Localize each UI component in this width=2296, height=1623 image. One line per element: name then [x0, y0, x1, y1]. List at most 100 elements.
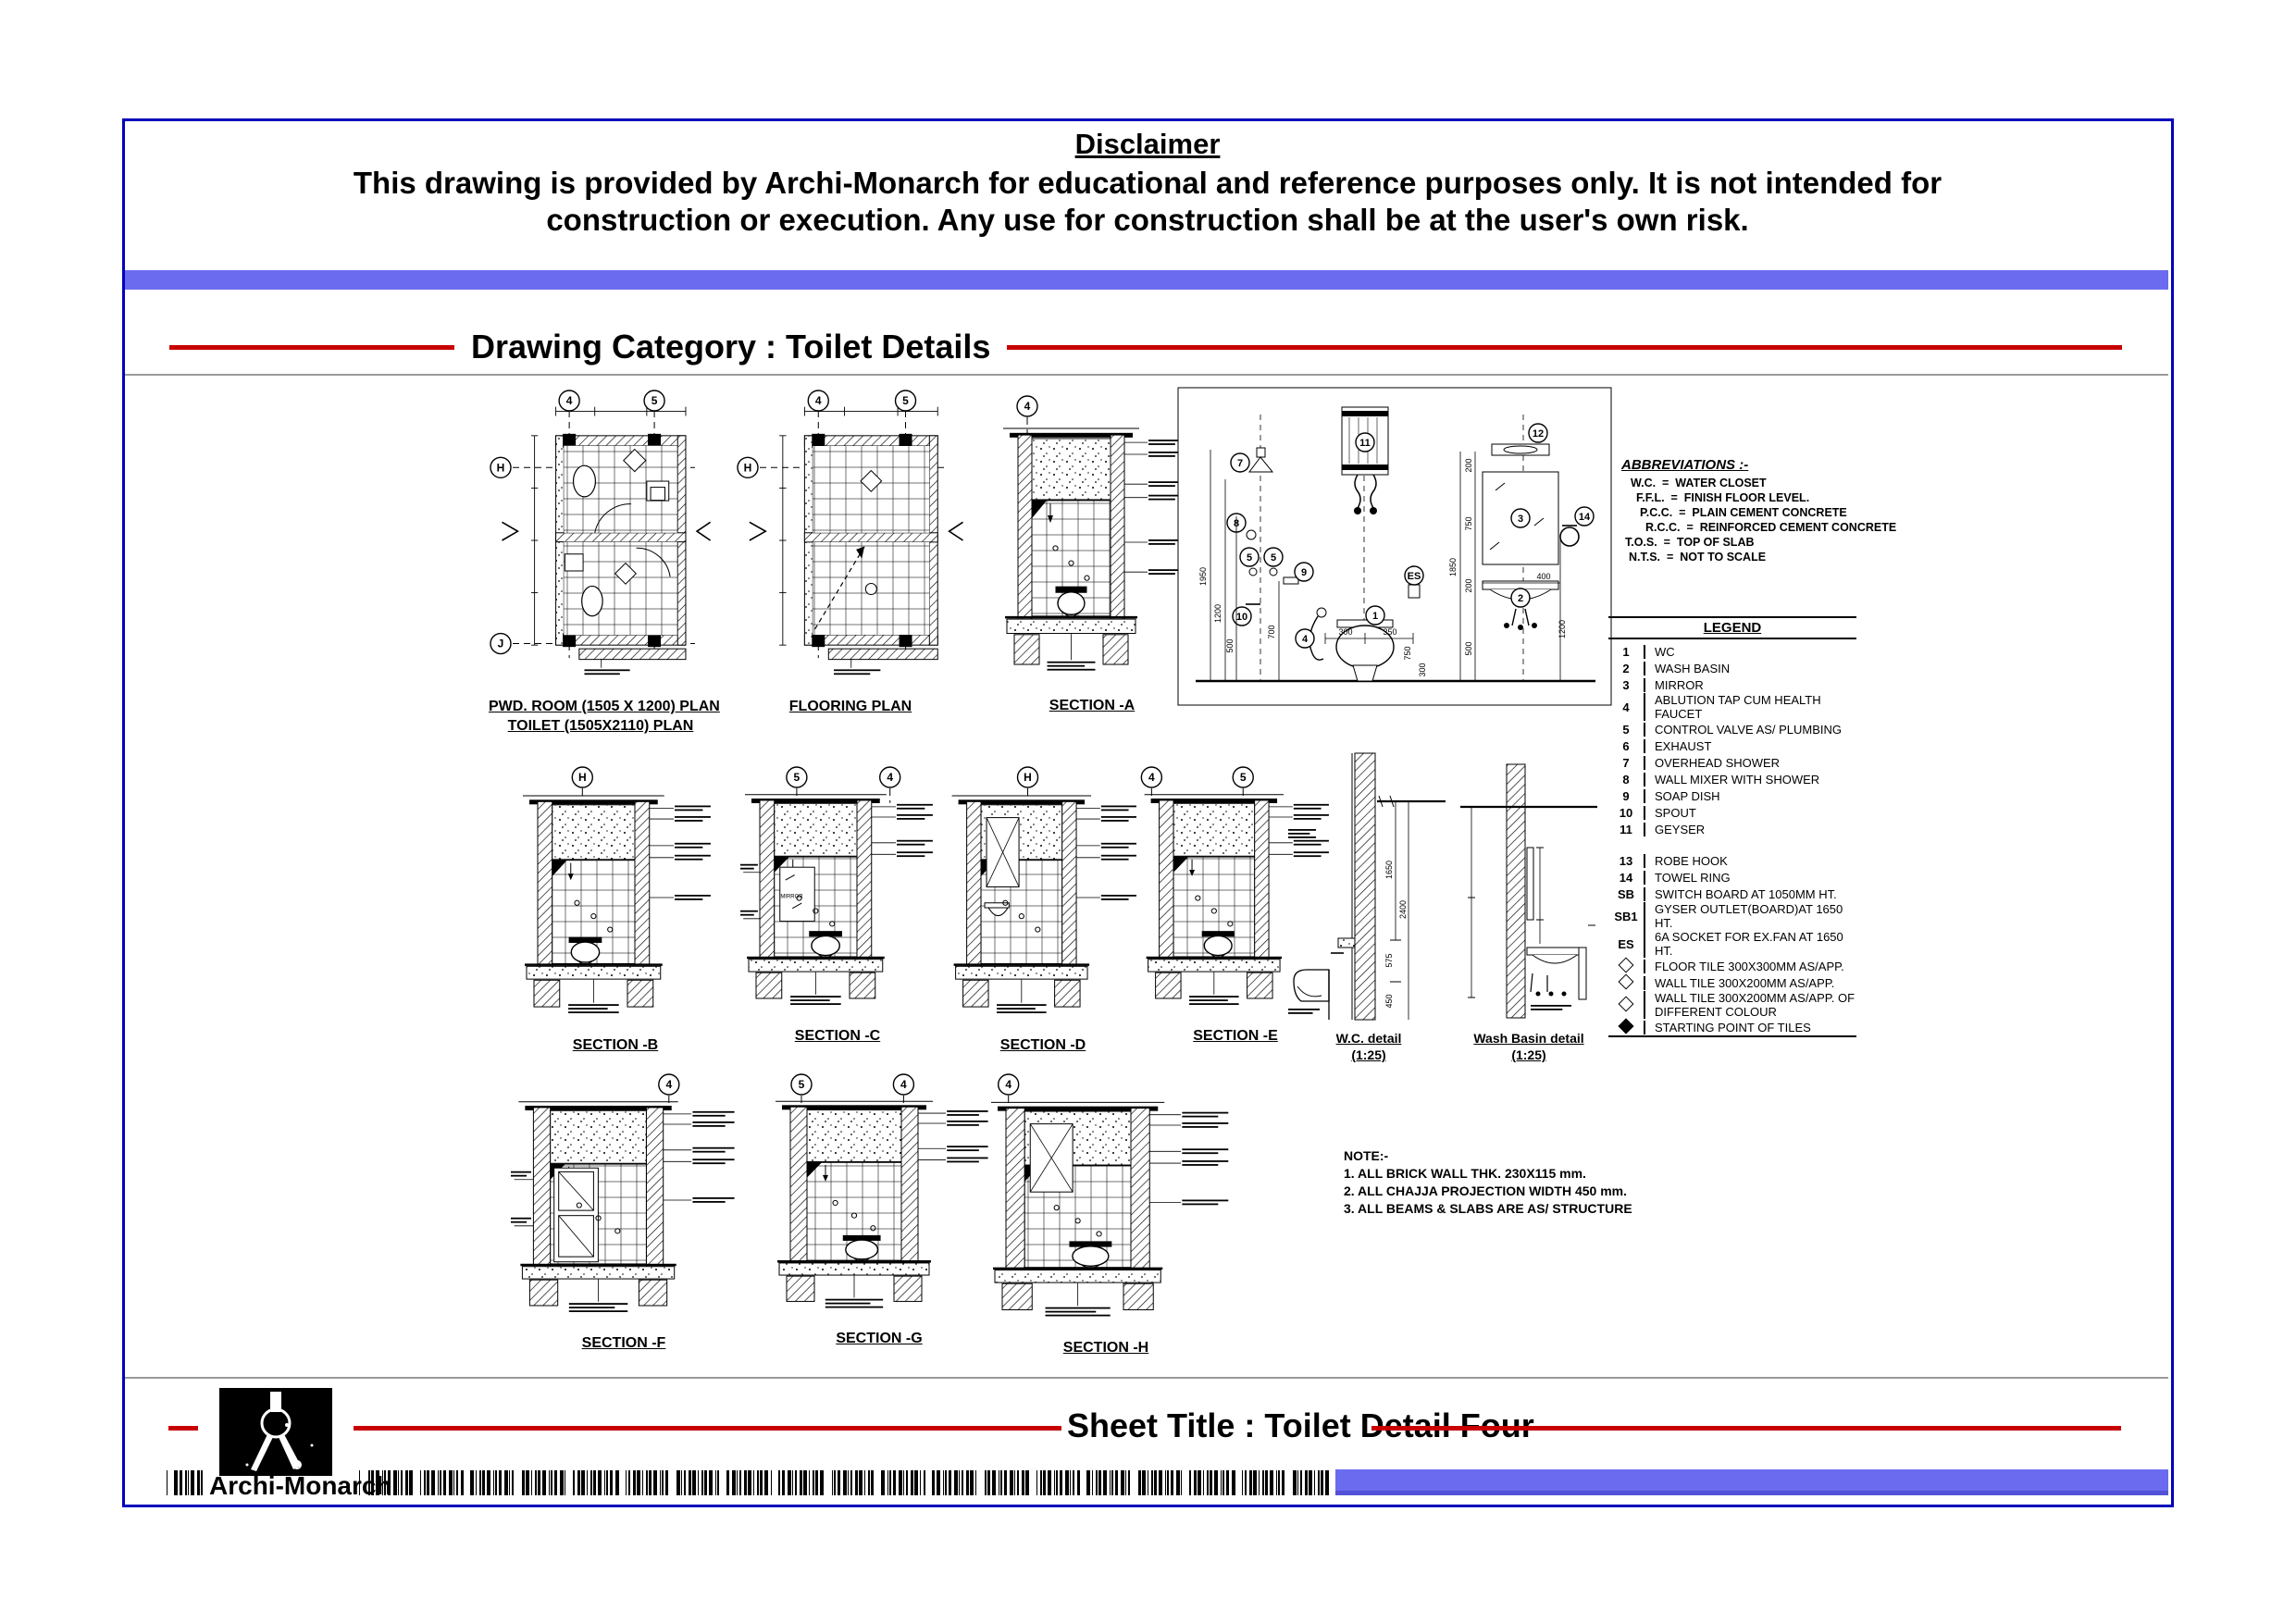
svg-text:1200: 1200 [1213, 604, 1222, 623]
pwd-room-plan-label: PWD. ROOM (1505 X 1200) PLAN [489, 699, 720, 714]
drawing-category-row: Drawing Category : Toilet Details [169, 326, 2122, 368]
wash-basin-detail-canvas [1458, 759, 1599, 1030]
section-svg-secB: H [523, 766, 711, 1013]
wc-detail-scale: (1:25) [1351, 1047, 1386, 1062]
svg-text:5: 5 [794, 771, 800, 784]
wc-detail-label: W.C. detail [1335, 1031, 1402, 1046]
legend-row: WALL TILE 300X200MM AS/APP. [1608, 973, 1856, 991]
header-separator-line [125, 374, 2168, 376]
svg-text:MIRROR: MIRROR [780, 895, 803, 900]
tile-diamond-filled-icon [1618, 1018, 1634, 1034]
svg-text:4: 4 [815, 394, 822, 407]
section-a-label: SECTION -A [1049, 698, 1136, 713]
svg-text:9: 9 [1301, 567, 1307, 578]
drawing-section-b: H SECTION -B [518, 764, 713, 1053]
section-h-label: SECTION -H [1062, 1340, 1149, 1356]
svg-text:300: 300 [1338, 627, 1352, 637]
drawing-wash-basin-detail: Wash Basin detail (1:25) [1458, 759, 1599, 1088]
note-line: 2. ALL CHAJJA PROJECTION WIDTH 450 mm. [1344, 1183, 1627, 1198]
svg-text:450: 450 [1384, 994, 1394, 1008]
svg-text:5: 5 [1240, 771, 1247, 784]
section-a-canvas: 4 [999, 393, 1185, 696]
abbreviations-title: ABBREVIATIONS :- [1621, 457, 1749, 473]
svg-text:5: 5 [652, 394, 658, 407]
brand-name: Archi-Monarch [209, 1471, 392, 1500]
section-d-canvas: H [948, 764, 1138, 1035]
svg-text:5: 5 [902, 394, 909, 407]
section-svg-secA: 4 [1003, 395, 1183, 671]
tile-diamond-icon [1618, 957, 1634, 973]
svg-text:12: 12 [1533, 428, 1544, 440]
flooring-plan-label: FLOORING PLAN [788, 699, 912, 714]
footer-rule-left-dash [168, 1426, 198, 1431]
legend-row: STARTING POINT OF TILES [1608, 1018, 1856, 1035]
drawing-category-title: Drawing Category : Toilet Details [471, 328, 991, 365]
sheet-title: Sheet Title : Toilet Detail Four [1067, 1406, 1534, 1444]
note-line: 3. ALL BEAMS & SLABS ARE AS/ STRUCTURE [1344, 1201, 1632, 1216]
drawing-section-a: 4 SECTION -A [999, 393, 1185, 715]
svg-text:5: 5 [1247, 552, 1252, 564]
section-g-label: SECTION -G [836, 1331, 923, 1346]
svg-text:5: 5 [799, 1078, 805, 1091]
sheet-border [122, 118, 2174, 1507]
svg-text:H: H [497, 461, 505, 474]
svg-text:5: 5 [1271, 552, 1276, 564]
svg-text:H: H [1024, 771, 1032, 784]
svg-text:1200: 1200 [1558, 620, 1567, 638]
footer-rule-right [1371, 1426, 2121, 1431]
svg-text:575: 575 [1384, 953, 1394, 967]
disclaimer-block: Disclaimer This drawing is provided by A… [130, 128, 2166, 239]
svg-text:350: 350 [1383, 627, 1396, 637]
legend-row: WALL TILE 300X200MM AS/APP. OF DIFFERENT… [1608, 991, 1856, 1019]
svg-text:400: 400 [1536, 572, 1550, 581]
section-f-label: SECTION -F [581, 1335, 666, 1351]
svg-text:4: 4 [566, 394, 573, 407]
notes-lines: 1. ALL BRICK WALL THK. 230X115 mm.2. ALL… [1344, 1165, 1677, 1218]
svg-text:750: 750 [1464, 516, 1473, 530]
svg-text:4: 4 [1005, 1078, 1011, 1091]
svg-text:4: 4 [887, 771, 893, 784]
drawing-fixture-elevation: 71112855910412314ES195012005007003003507… [1177, 387, 1612, 706]
svg-text:H: H [744, 461, 752, 474]
svg-text:10: 10 [1236, 612, 1247, 623]
notes-block: NOTE:- 1. ALL BRICK WALL THK. 230X115 mm… [1344, 1147, 1677, 1225]
footer-rule-mid [354, 1426, 1061, 1431]
section-b-canvas: H [518, 764, 713, 1035]
legend-row: FLOOR TILE 300X300MM AS/APP. [1608, 957, 1856, 974]
svg-text:3: 3 [1518, 514, 1523, 525]
notes-title: NOTE:- [1344, 1148, 1389, 1163]
section-svg-secF: 4 [511, 1073, 735, 1312]
svg-text:J: J [498, 638, 504, 650]
section-d-label: SECTION -D [999, 1037, 1086, 1053]
svg-text:4: 4 [900, 1078, 907, 1091]
svg-text:11: 11 [1359, 438, 1371, 449]
svg-text:700: 700 [1267, 625, 1276, 638]
abbreviation-row: F.F.L. = FINISH FLOOR LEVEL. [1636, 491, 1810, 504]
plan-svg-plan2: 4 5H [737, 390, 963, 675]
legend-gap [1608, 837, 1856, 852]
section-b-label: SECTION -B [572, 1037, 659, 1053]
plan-svg-plan1: 4 5H J [490, 390, 712, 675]
svg-text:1650: 1650 [1384, 861, 1394, 879]
toilet-plan-label: TOILET (1505X2110) PLAN [507, 718, 694, 734]
svg-text:200: 200 [1464, 458, 1473, 472]
